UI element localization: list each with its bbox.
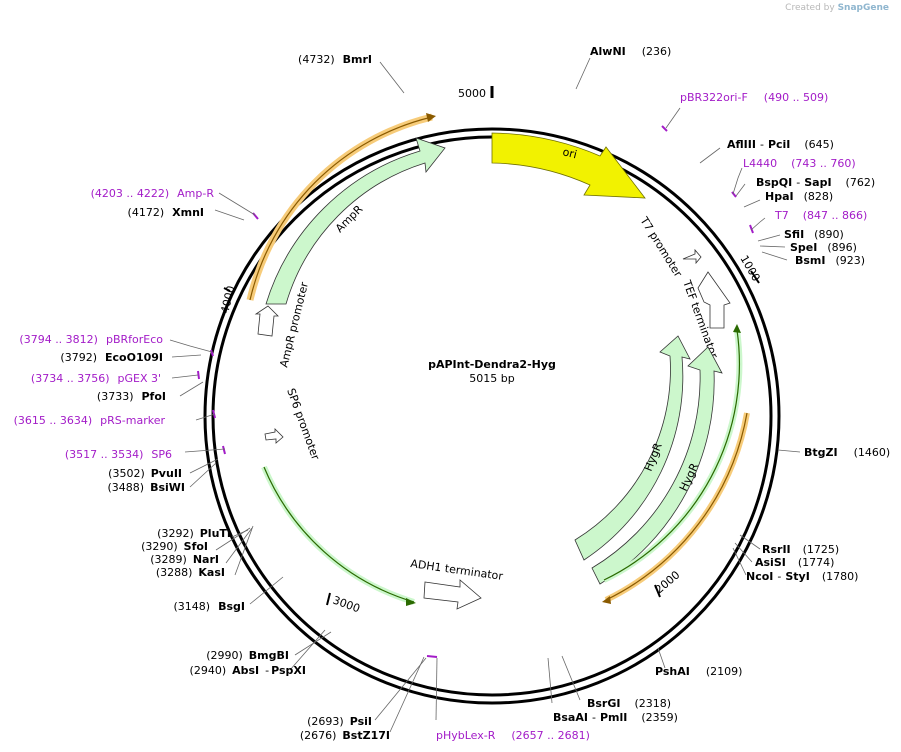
ampr-feature[interactable] [265, 137, 446, 305]
label-ecoo109i[interactable]: (3792)EcoO109I [60, 351, 163, 364]
label-bsrgi[interactable]: BsrGI(2318) [587, 697, 671, 710]
lower-left-feature-strand [263, 466, 415, 603]
snapgene-watermark: Created by SnapGene [785, 3, 889, 13]
label-pluti[interactable]: (3292)PluTI [157, 527, 231, 540]
label-t7[interactable]: T7(847 .. 866) [774, 209, 867, 222]
tick-label-2000: 2000 [653, 568, 683, 596]
hygr-orange-strand [605, 412, 748, 601]
snapgene-logo: SnapGene [837, 3, 889, 13]
label-kasi[interactable]: (3288)KasI [156, 566, 225, 579]
leader-lines [169, 57, 801, 733]
label-pfoi[interactable]: (3733)PfoI [97, 390, 166, 403]
hygr-inner-feature[interactable] [574, 335, 691, 561]
tick-label-5000: 5000 [458, 87, 486, 100]
label-nari[interactable]: (3289)NarI [150, 553, 219, 566]
ampr-primer-strand [249, 116, 433, 301]
label-phyblex-r[interactable]: pHybLex-R(2657 .. 2681) [436, 729, 590, 742]
hygr-orange-head [602, 596, 611, 604]
label-prs-marker[interactable]: (3615 .. 3634)pRS-marker [14, 414, 166, 427]
hygr-outer-feature[interactable] [591, 346, 723, 585]
label-bstz17i[interactable]: (2676)BstZ17I [300, 729, 390, 742]
label-bspqi-sapi[interactable]: BspQI-SapI(762) [756, 176, 875, 189]
label-alwni[interactable]: AlwNI(236) [590, 45, 671, 58]
label-btgzi[interactable]: BtgZI(1460) [804, 446, 890, 459]
label-hpai[interactable]: HpaI(828) [765, 190, 833, 203]
label-bsaai-pmli[interactable]: BsaAI-PmlI(2359) [553, 711, 678, 724]
label-bmgbi[interactable]: (2990)BmgBI [206, 649, 289, 662]
hygr-strand [603, 329, 740, 581]
plasmid-size: 5015 bp [469, 372, 514, 385]
label-pbr322ori-f[interactable]: pBR322ori-F(490 .. 509) [680, 91, 828, 104]
label-afliii-pcii[interactable]: AflIII-PciI(645) [727, 138, 834, 151]
tick-label-3000: 3000 [331, 594, 362, 616]
label-sp6[interactable]: (3517 .. 3534)SP6 [65, 448, 172, 461]
label-sfii[interactable]: SfiI(890) [784, 228, 844, 241]
label-rsrii[interactable]: RsrII(1725) [762, 543, 839, 556]
label-spei[interactable]: SpeI(896) [790, 241, 857, 254]
label-asisi[interactable]: AsiSI(1774) [755, 556, 834, 569]
label-absi-pspxi[interactable]: (2940)AbsI-PspXI [190, 664, 306, 677]
label-ncoi-styi[interactable]: NcoI-StyI(1780) [746, 570, 858, 583]
label-amp-r[interactable]: (4203 .. 4222)Amp-R [91, 187, 215, 200]
tick-1000: 1000 [737, 253, 762, 284]
lower-left-strand-head [406, 598, 416, 606]
plasmid-name: pAPInt-Dendra2-Hyg [428, 358, 556, 371]
sp6-promoter-arrow[interactable] [264, 428, 284, 444]
ori-label: ori [561, 145, 578, 161]
t7-promoter-arrow[interactable] [682, 248, 702, 265]
hygr-strand-head [733, 324, 741, 333]
tick-5000: 5000 [458, 86, 494, 100]
t7-promoter-label: T7 promoter [637, 214, 685, 280]
adh1-terminator-arrow[interactable] [423, 579, 482, 610]
label-bsiwi[interactable]: (3488)BsiWI [107, 481, 185, 494]
label-pbrforeco[interactable]: (3794 .. 3812)pBRforEco [19, 333, 163, 346]
tef-terminator-arrow[interactable] [697, 271, 731, 329]
sp6-promoter-label: SP6 promoter [284, 387, 322, 463]
label-bmri[interactable]: (4732)BmrI [298, 53, 372, 66]
label-pvuii[interactable]: (3502)PvuII [108, 467, 182, 480]
tick-3000: 3000 [326, 592, 362, 616]
adh1-terminator-label: ADH1 terminator [410, 557, 505, 583]
label-psii[interactable]: (2693)PsiI [307, 715, 372, 728]
backbone-outer [203, 127, 781, 705]
tick-2000: 2000 [653, 568, 683, 598]
ampr-promoter-arrow[interactable] [254, 305, 279, 337]
label-pshai[interactable]: PshAI(2109) [655, 665, 742, 678]
lower-left-feature-halo [261, 465, 415, 605]
label-bsmi[interactable]: BsmI(923) [795, 254, 865, 267]
label-l4440[interactable]: L4440(743 .. 760) [743, 157, 856, 170]
watermark-prefix: Created by [785, 3, 835, 13]
label-sfoi[interactable]: (3290)SfoI [141, 540, 208, 553]
label-pgex3[interactable]: (3734 .. 3756)pGEX 3' [31, 372, 161, 385]
tick-label-1000: 1000 [737, 253, 762, 284]
label-bsgi[interactable]: (3148)BsgI [174, 600, 245, 613]
ampr-strand-head [426, 113, 436, 122]
label-xmni[interactable]: (4172)XmnI [128, 206, 204, 219]
ori-feature[interactable] [491, 132, 646, 199]
